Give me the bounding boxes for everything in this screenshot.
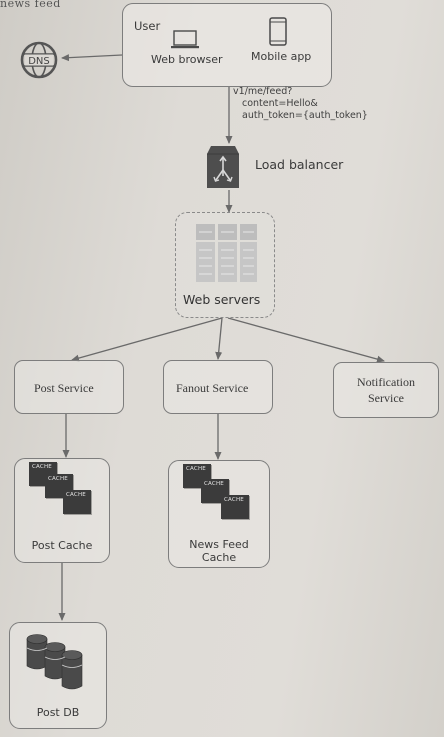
mobile-app-label: Mobile app [251, 50, 312, 63]
cache-card-text: CACHE [32, 464, 52, 470]
web-servers-label: Web servers [183, 292, 261, 307]
dns-globe-icon: DNS [20, 41, 58, 79]
server-rack-icon [196, 224, 257, 282]
request-endpoint: v1/me/feed? [233, 86, 293, 97]
fanout-service-label: Fanout Service [176, 381, 249, 395]
request-auth-param: auth_token={auth_token} [242, 110, 368, 121]
database-cylinders-icon [26, 634, 83, 690]
cache-card-text: CACHE [224, 497, 244, 503]
load-balancer-icon [207, 146, 239, 188]
web-browser-label: Web browser [151, 53, 223, 66]
web-to-fanout-arrow [215, 317, 223, 360]
news-feed-cache-card-icon: CACHE [221, 495, 249, 519]
request-content-param: content=Hello& [242, 98, 318, 109]
cache-card-text: CACHE [66, 492, 86, 498]
dns-label: DNS [28, 56, 50, 67]
post-cache-label: Post Cache [31, 539, 93, 552]
news-feed-cache-label-line2: Cache [201, 551, 237, 564]
news-feed-cache-label-line1: News Feed [189, 538, 249, 551]
post-service-label: Post Service [34, 381, 94, 395]
web-to-post-arrow [71, 317, 223, 362]
post-db-label: Post DB [36, 706, 80, 719]
cache-card-text: CACHE [204, 481, 224, 487]
mobile-phone-icon [269, 17, 287, 46]
post-cache-card-icon: CACHE [63, 490, 91, 514]
web-to-notification-arrow [227, 317, 385, 363]
cache-card-text: CACHE [48, 476, 68, 482]
notification-service-box [333, 362, 439, 418]
load-balancer-label: Load balancer [255, 157, 344, 172]
notification-service-label-line2: Service [368, 391, 404, 405]
user-to-dns-arrow [61, 54, 123, 62]
cache-card-text: CACHE [186, 466, 206, 472]
laptop-icon [171, 30, 199, 49]
notification-service-label-line1: Notification [357, 375, 415, 389]
user-group-box [122, 3, 332, 87]
post-service-box [14, 360, 124, 414]
page-fragment-text: news feed [0, 0, 61, 10]
user-group-title: User [134, 19, 161, 33]
fanout-service-box [163, 360, 273, 414]
